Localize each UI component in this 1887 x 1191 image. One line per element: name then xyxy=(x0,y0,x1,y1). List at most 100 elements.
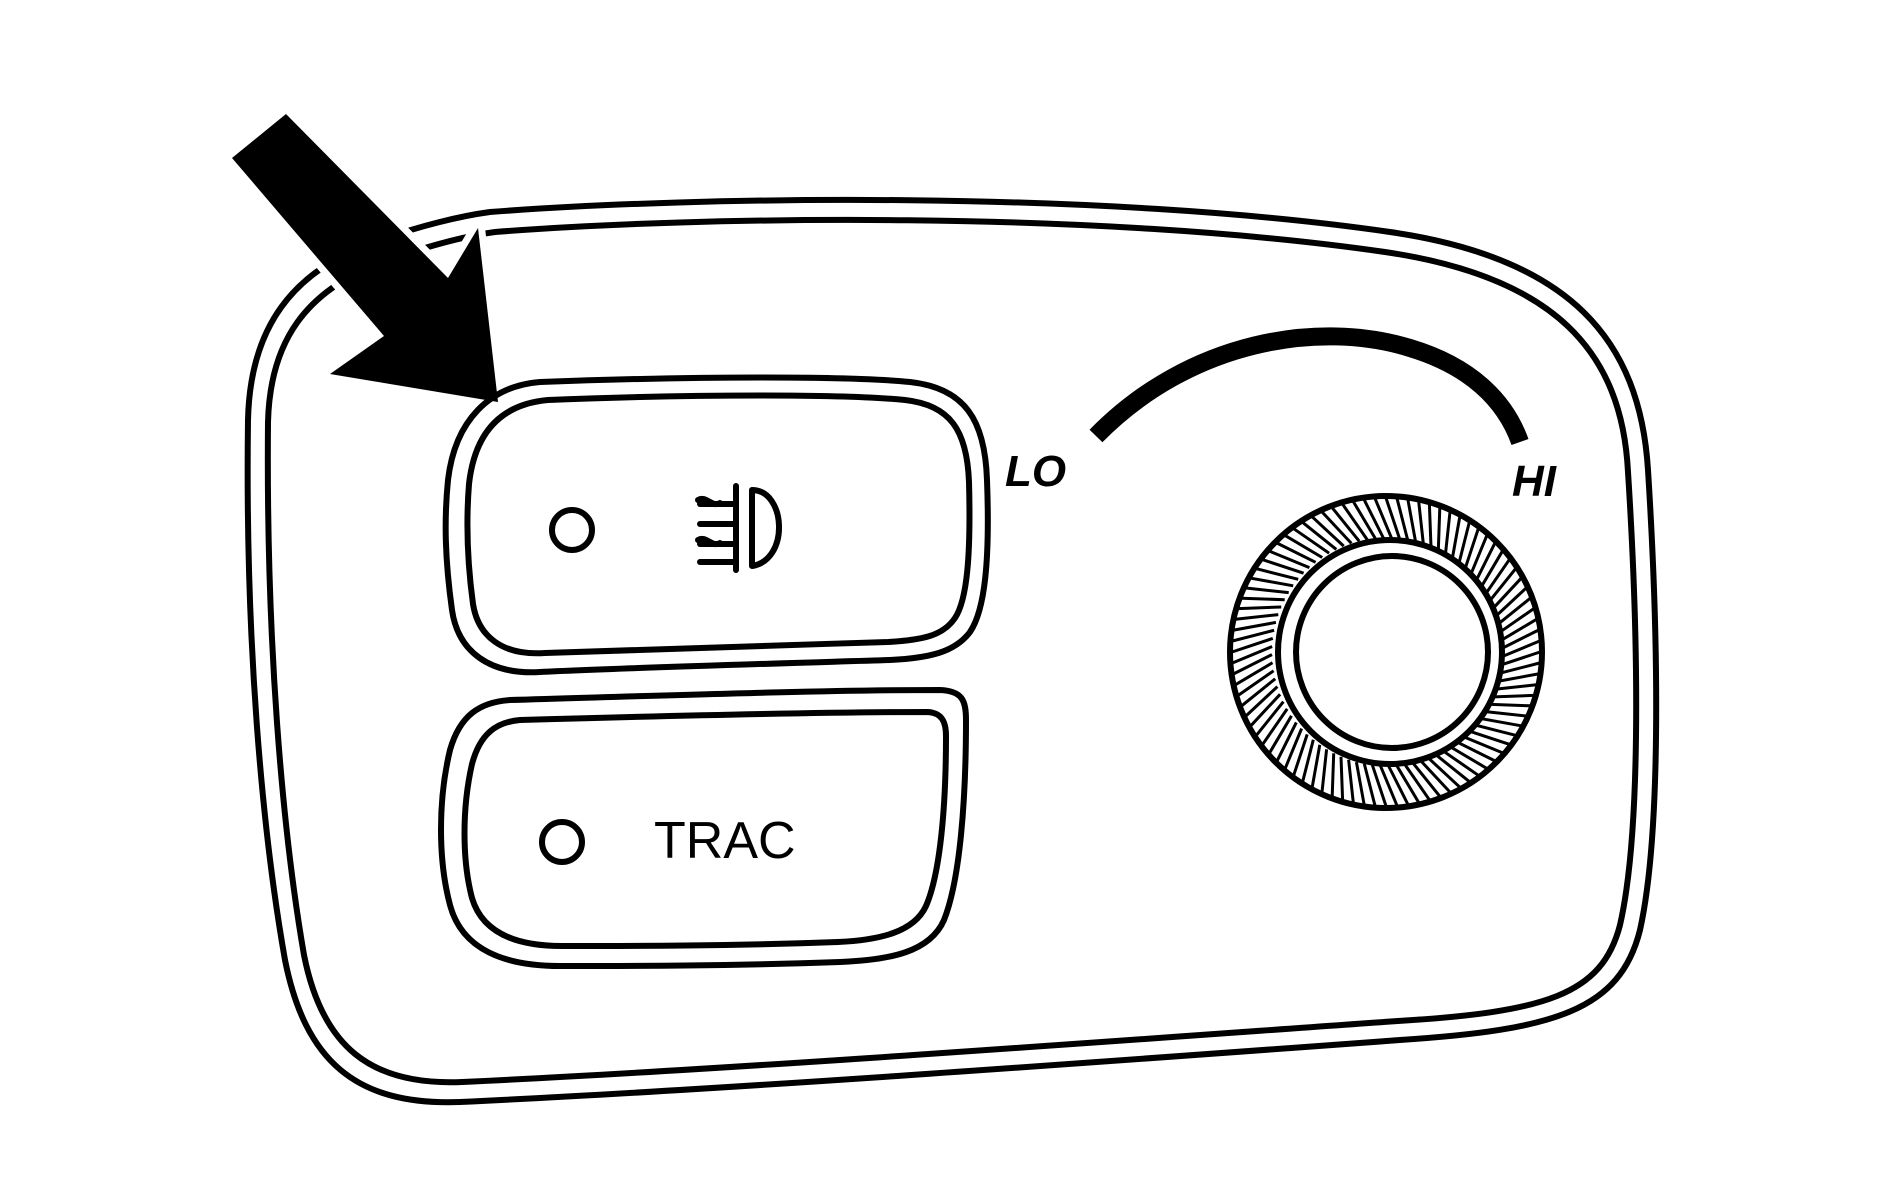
knurl-ridge xyxy=(1347,759,1355,803)
knurl-ridge xyxy=(1463,528,1480,571)
knurl-ridge xyxy=(1245,586,1289,595)
knurl-ridge xyxy=(1249,693,1282,727)
knurl-ridge xyxy=(1462,735,1503,755)
knurl-ridge xyxy=(1330,753,1336,797)
knurl-ridge xyxy=(1233,620,1277,632)
knurl-ridge xyxy=(1419,759,1452,794)
hi-label: HI xyxy=(1512,457,1557,506)
knurl-ridge xyxy=(1434,753,1471,783)
traction-button-label: TRAC xyxy=(654,812,796,870)
knurl-ridge xyxy=(1320,510,1353,545)
knurl-ridge xyxy=(1301,521,1338,551)
knurl-ridge xyxy=(1354,761,1366,805)
knurl-ridge xyxy=(1284,534,1323,559)
knurl-ridge xyxy=(1283,728,1303,769)
knurl-ridge xyxy=(1250,576,1294,588)
knurl-ridge xyxy=(1473,723,1516,737)
knurl-ridge xyxy=(1232,628,1275,643)
knurl-ridge xyxy=(1231,636,1274,654)
knurl-ridge xyxy=(1232,653,1273,676)
knurl-ridge xyxy=(1493,586,1528,619)
fog-lamp-icon xyxy=(695,483,782,573)
knurl-ridge xyxy=(1487,702,1531,708)
traction-button[interactable]: TRAC xyxy=(438,687,969,969)
knurl-ridge xyxy=(1238,605,1282,611)
knurl-ridge xyxy=(1352,500,1377,540)
arrow-icon xyxy=(225,107,505,409)
knurl-ridge xyxy=(1478,716,1522,728)
lo-label: LO xyxy=(1005,447,1066,496)
knurl-ridge xyxy=(1498,618,1538,643)
knurl-ridge xyxy=(1387,765,1410,806)
knurl-ridge xyxy=(1234,661,1274,686)
knurl-ridge xyxy=(1450,516,1462,560)
knurl-ridge xyxy=(1231,645,1273,665)
knurl-ridge xyxy=(1292,527,1330,555)
knurl-ridge xyxy=(1427,756,1461,789)
knurl-ridge xyxy=(1467,729,1510,746)
knurl-ridge xyxy=(1487,567,1517,604)
knurl-ridge xyxy=(1411,761,1441,798)
knurl-ridge xyxy=(1403,763,1431,801)
knurl-ridge xyxy=(1240,677,1277,707)
indicator-light-icon xyxy=(539,819,585,865)
knurl-ridge xyxy=(1406,499,1418,543)
knurl-ridge xyxy=(1499,639,1541,659)
knurl-ridge xyxy=(1395,764,1420,804)
knurl-ridge xyxy=(1235,613,1279,621)
knurl-ridge xyxy=(1320,749,1329,793)
knurl-ridge xyxy=(1490,693,1534,699)
knurl-ridge xyxy=(1262,558,1305,575)
knurl-ridge xyxy=(1341,503,1369,541)
knurl-ridge xyxy=(1395,498,1410,541)
knurl-ridge xyxy=(1449,745,1488,770)
knurl-ridge xyxy=(1417,501,1425,545)
fog-lamp-button[interactable] xyxy=(442,374,991,676)
knurl-ridge xyxy=(1455,740,1496,763)
knurl-ridge xyxy=(1436,507,1442,551)
knurl-ridge xyxy=(1301,739,1315,782)
dimmer-knob-icon[interactable] xyxy=(1227,493,1545,811)
knurl-ridge xyxy=(1483,558,1511,596)
knurl-ridge xyxy=(1457,522,1471,565)
knurl-ridge xyxy=(1373,497,1393,539)
knurl-ridge xyxy=(1483,709,1527,718)
knurl-ridge xyxy=(1493,683,1537,691)
knurl-ridge xyxy=(1384,497,1402,540)
panel-bezel xyxy=(244,196,1660,1106)
knurl-ridge xyxy=(1479,550,1504,589)
knurl-ridge xyxy=(1499,628,1540,651)
knurl-ridge xyxy=(1379,765,1399,807)
knurl-ridge xyxy=(1362,498,1385,539)
knurl-ridge xyxy=(1276,541,1317,564)
knurl-ridge xyxy=(1474,542,1497,583)
knurl-ridge xyxy=(1261,708,1289,746)
knurl-ridge xyxy=(1442,749,1480,777)
knurl-ridge xyxy=(1275,721,1298,762)
knurl-ridge xyxy=(1427,504,1433,548)
knurl-ridge xyxy=(1292,733,1309,776)
indicator-light-icon xyxy=(549,507,595,553)
knurl-ridge xyxy=(1497,661,1540,676)
knurl-ridge xyxy=(1331,506,1361,543)
knurl-ridge xyxy=(1495,672,1539,684)
knurl-ridge xyxy=(1268,715,1293,754)
knurl-ridge xyxy=(1362,763,1377,806)
knurl-ridge xyxy=(1495,597,1532,627)
knurl-ridge xyxy=(1469,535,1489,576)
knurl-ridge xyxy=(1497,607,1535,635)
knurl-ridge xyxy=(1490,577,1523,611)
knurl-ridge xyxy=(1339,756,1345,800)
knurl-ridge xyxy=(1241,596,1285,602)
knurl-ridge xyxy=(1237,669,1275,697)
dimmer-scale: LO HI xyxy=(1005,327,1557,506)
knurl-ridge xyxy=(1310,744,1322,788)
knurl-ridge xyxy=(1370,764,1388,807)
knurl-ridge xyxy=(1256,567,1299,581)
knurl-ridge xyxy=(1244,685,1279,718)
knurl-ridge xyxy=(1255,700,1285,737)
knurl-ridge xyxy=(1269,549,1310,569)
knurl-ridge xyxy=(1443,511,1452,555)
knurl-ridge xyxy=(1311,515,1345,548)
